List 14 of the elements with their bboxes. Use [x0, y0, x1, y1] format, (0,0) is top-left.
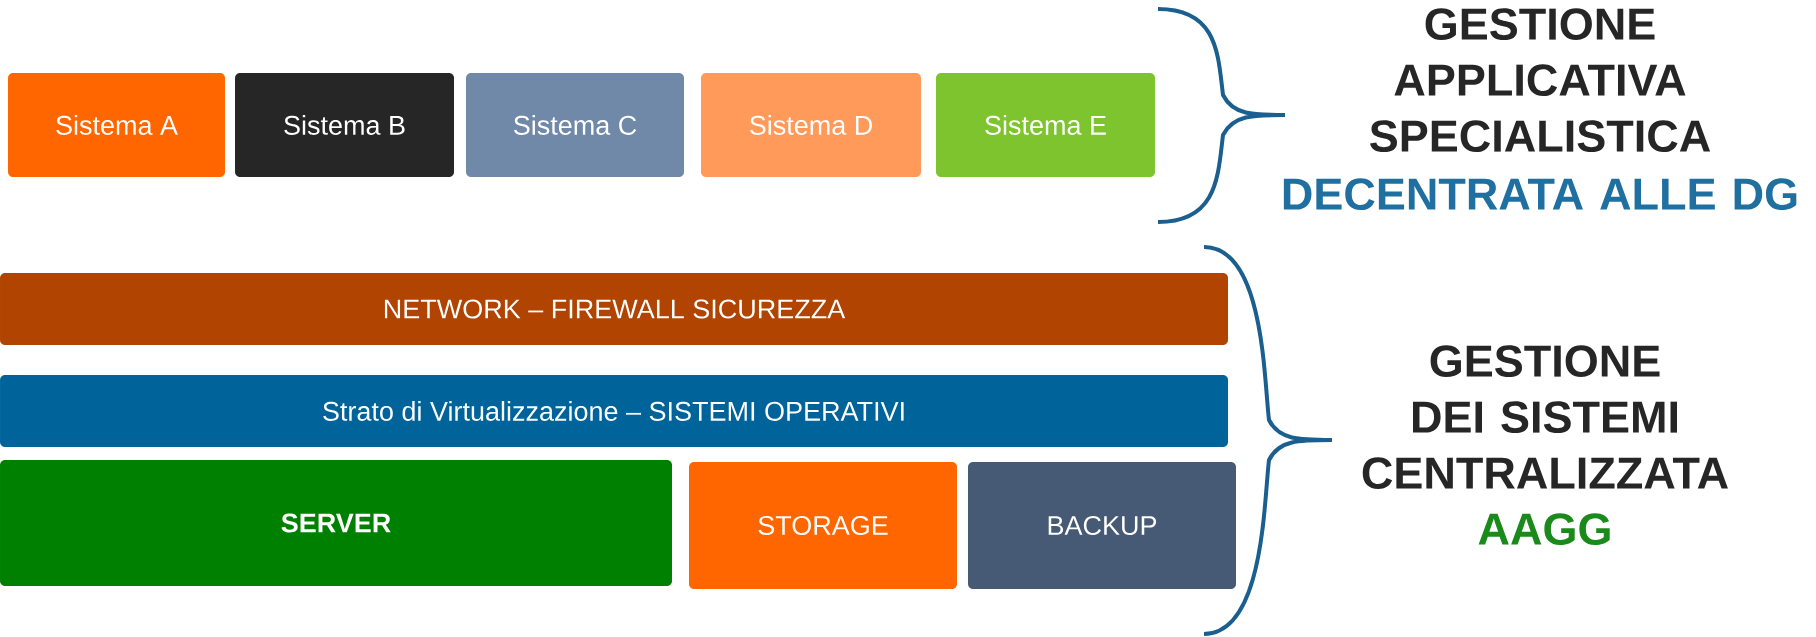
heading: DECENTRATA ALLE DG [1283, 178, 1797, 211]
layer-box: Sistema E [936, 73, 1155, 177]
layer-box: Sistema D [701, 73, 921, 177]
heading: GESTIONE DEI SISTEMI CENTRALIZZATA [1362, 345, 1728, 490]
layer-box: Sistema C [466, 73, 684, 177]
layer-box: STORAGE [689, 462, 957, 589]
layer-box: BACKUP [968, 462, 1236, 589]
heading: GESTIONE APPLICATIVA SPECIALISTICA [1370, 8, 1711, 153]
heading: AAGG [1478, 513, 1610, 546]
layer-box: Strato di Virtualizzazione – SISTEMI OPERATIVI [0, 375, 1228, 447]
layer-box: Sistema B [235, 73, 454, 177]
layer-box: Sistema A [8, 73, 225, 177]
layer-box: SERVER [0, 460, 672, 586]
layer-box: NETWORK – FIREWALL SICUREZZA [0, 273, 1228, 345]
